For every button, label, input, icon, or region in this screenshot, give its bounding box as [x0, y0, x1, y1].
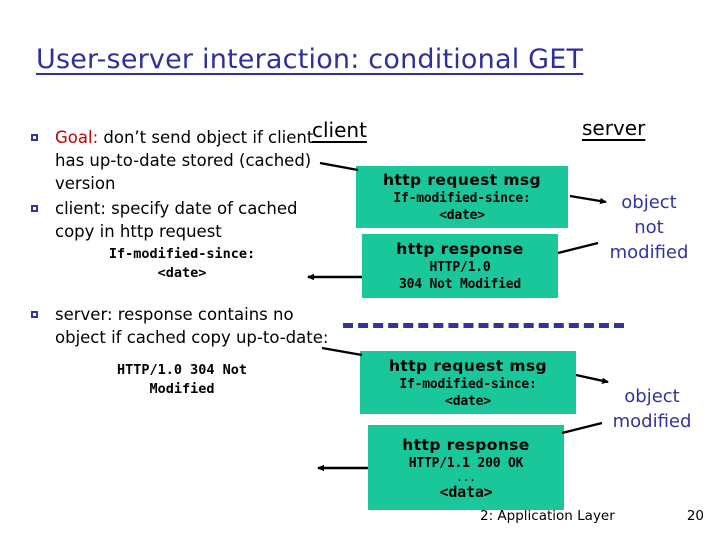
message-line: If-modified-since:: [399, 376, 537, 392]
annotation-object-modified: object modified: [600, 384, 704, 434]
bullet-list: Goal: don’t send object if client has up…: [24, 126, 334, 407]
bullet-square-icon: [31, 311, 38, 318]
footer-chapter-label: 2: Application Layer: [480, 508, 615, 524]
bullet-body-goal: don’t send object if client has up-to-da…: [55, 128, 314, 193]
bullet-item-server: server: response contains no object if c…: [55, 305, 329, 347]
annotation-object-not-modified: object not modified: [600, 190, 698, 265]
code-line-2: Modified: [149, 381, 215, 397]
bullet-item-goal: Goal: don’t send object if client has up…: [55, 126, 334, 195]
code-note-http-304: HTTP/1.0 304 Not Modified: [24, 361, 334, 399]
code-line-1: HTTP/1.0 304 Not: [116, 362, 248, 378]
message-line: If-modified-since:: [393, 191, 531, 206]
diagram-label-server: server: [582, 116, 646, 140]
bullet-item-client: client: specify date of cached copy in h…: [55, 199, 298, 241]
annotation-line: modified: [612, 411, 692, 432]
spacer: [24, 291, 334, 303]
annotation-line: not: [634, 217, 664, 238]
connector-line: [561, 421, 603, 435]
message-line: <date>: [439, 208, 485, 223]
footer-page-number: 20: [686, 508, 704, 524]
diagram-label-client: client: [312, 118, 367, 142]
code-note-if-modified-since: If-modified-since: <date>: [24, 245, 334, 283]
message-line: HTTP/1.0: [429, 260, 491, 275]
annotation-line: object: [621, 192, 677, 213]
annotation-line: modified: [609, 242, 689, 263]
bullet-square-icon: [31, 134, 38, 141]
message-box-http-request-1: http request msg If-modified-since: <dat…: [356, 166, 568, 228]
message-box-http-request-2: http request msg If-modified-since: <dat…: [360, 351, 576, 414]
message-line: 304 Not Modified: [398, 277, 522, 292]
message-line: <date>: [445, 393, 491, 409]
message-header: http response: [402, 435, 530, 454]
annotation-line: object: [624, 386, 680, 407]
message-box-http-response-1: http response HTTP/1.0 304 Not Modified: [362, 234, 558, 298]
code-line-2: <date>: [157, 265, 207, 281]
bullet-lead-goal: Goal:: [55, 128, 99, 147]
slide-footer: 2: Application Layer 20: [480, 508, 710, 524]
message-line: HTTP/1.1 200 OK: [408, 455, 524, 471]
list-item: Goal: don’t send object if client has up…: [24, 126, 334, 195]
message-line: <data>: [439, 482, 493, 501]
page-title: User-server interaction: conditional GET: [36, 44, 584, 75]
list-item: server: response contains no object if c…: [24, 303, 334, 349]
message-ellipsis: ...: [456, 470, 476, 484]
connector-line: [557, 241, 599, 255]
scenario-divider: [343, 323, 624, 328]
spacer: [24, 351, 334, 359]
list-item: client: specify date of cached copy in h…: [24, 197, 334, 243]
message-box-http-response-2: http response HTTP/1.1 200 OK ... <data>: [368, 425, 564, 510]
bullet-square-icon: [31, 205, 38, 212]
message-header: http response: [396, 240, 524, 258]
message-header: http request msg: [382, 171, 542, 189]
connector-arrow: [575, 373, 609, 384]
code-line-1: If-modified-since:: [108, 246, 256, 262]
message-header: http request msg: [388, 356, 548, 375]
